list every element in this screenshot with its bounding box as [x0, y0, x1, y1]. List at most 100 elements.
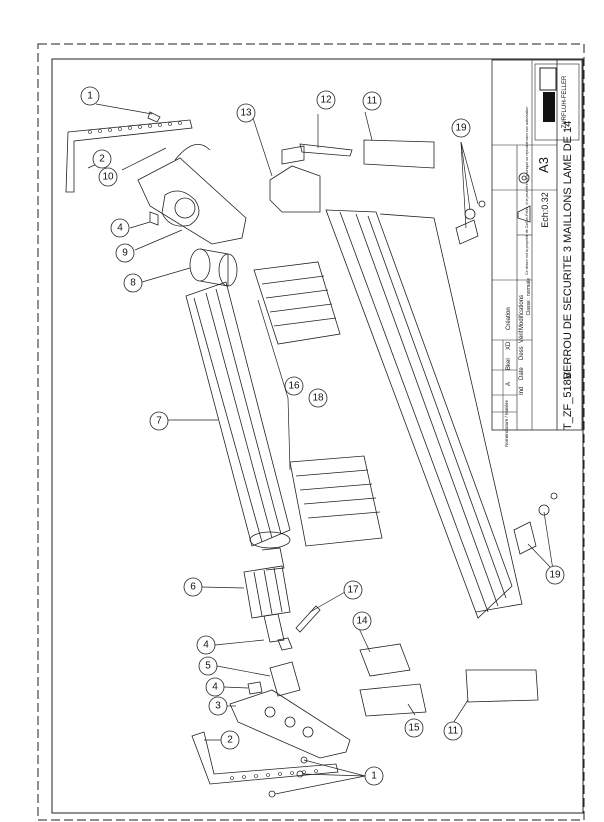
balloon-8: 8	[123, 273, 143, 293]
rev-modifications: Modifications	[519, 295, 525, 330]
balloon-label: 12	[320, 95, 332, 106]
balloon-label: 10	[102, 172, 114, 183]
tube-part-7	[185, 281, 291, 549]
rev-xd: XD	[506, 341, 512, 350]
security-links-part-16-upper	[253, 261, 341, 345]
balloon-9: 9	[115, 243, 135, 263]
security-links-lower	[289, 455, 383, 547]
balloon-2-bottom: 2	[220, 730, 240, 750]
balloon-4-top: 4	[110, 218, 130, 238]
balloon-label: 11	[367, 96, 378, 107]
rev-ind: Ind	[519, 387, 525, 395]
balloon-17: 17	[343, 580, 363, 600]
brand-name: ZURFLUH-FELLER	[562, 75, 568, 128]
balloon-label: 18	[312, 393, 324, 404]
end-cap-part-8	[189, 248, 238, 287]
confidential-note: Ce dessin est la propriété de Zurfluh-Fe…	[525, 107, 529, 275]
balloon-11-top: 11	[362, 91, 382, 111]
balloon-label: 14	[356, 616, 368, 627]
balloon-label: 2	[227, 735, 233, 746]
rev-date: Date	[519, 367, 525, 380]
balloon-label: 19	[455, 123, 467, 134]
balloon-10: 10	[98, 167, 118, 187]
balloon-label: 9	[122, 248, 128, 259]
balloon-13: 13	[236, 103, 256, 123]
balloon-label: 4	[117, 223, 123, 234]
balloon-label: 17	[347, 585, 359, 596]
clip-part-13	[269, 145, 321, 213]
screw-part-4-top	[149, 211, 159, 226]
inner-frame	[51, 58, 584, 814]
projection-symbol-icon	[517, 172, 531, 223]
balloon-4-low: 4	[205, 677, 225, 697]
balloon-1-bottom: 1	[364, 766, 384, 786]
slat-end-part-11-top	[363, 139, 435, 169]
end-stop-part-19-bottom	[513, 492, 558, 555]
balloon-1-top: 1	[80, 86, 100, 106]
bracket-top-part-2	[65, 119, 193, 193]
balloon-label: 2	[99, 154, 105, 165]
balloon-label: 1	[371, 771, 377, 782]
link-part-12	[299, 143, 353, 157]
screw-part-1-top	[147, 111, 161, 123]
pin-part-17	[295, 605, 321, 633]
drawing-scale: Ech:0.32	[540, 192, 550, 228]
bearing-part-5	[269, 661, 301, 697]
flange-plate-part-3	[229, 689, 351, 759]
balloon-19-top: 19	[451, 118, 471, 138]
slat-end-part-11-bottom	[465, 669, 539, 703]
balloon-6: 6	[183, 577, 203, 597]
balloon-label: 4	[203, 640, 209, 651]
brand-logo	[534, 63, 580, 141]
balloon-label: 7	[156, 416, 162, 427]
balloon-label: 4	[212, 682, 218, 693]
flange-plate-part-9	[137, 143, 247, 245]
leader-lines	[87, 103, 554, 795]
outer-dashed-frame	[37, 43, 585, 821]
slats-part-18	[325, 209, 523, 619]
clip-part-14	[359, 643, 411, 677]
balloon-18: 18	[308, 388, 328, 408]
bracket-bottom-part-2	[191, 731, 339, 785]
balloon-label: 8	[130, 278, 136, 289]
balloon-15: 15	[404, 718, 424, 738]
classe-label: Classe : normale	[526, 278, 532, 316]
balloon-19-bottom: 19	[545, 565, 565, 585]
balloon-label: 13	[240, 108, 252, 119]
balloon-layer: 1 2 10 4 9 8 7 6 4 5 4 3 2 1 13 12 11 19…	[80, 86, 565, 786]
balloon-5: 5	[198, 656, 218, 676]
balloon-7: 7	[149, 411, 169, 431]
balloon-11-bottom: 11	[443, 721, 463, 741]
shaft-stub	[263, 613, 285, 643]
rev-a: A	[506, 382, 512, 386]
balloon-label: 3	[215, 701, 221, 712]
nomenclature-label: Nomenclature / Matière	[504, 400, 509, 447]
rev-dess: Dess	[519, 346, 525, 360]
balloon-label: 16	[288, 381, 300, 392]
screw-part-4-mid	[277, 637, 293, 651]
rev-bkel: Bkel	[506, 358, 512, 370]
balloon-16: 16	[284, 376, 304, 396]
balloon-label: 5	[205, 661, 211, 672]
rev-verif: Vérif	[519, 330, 525, 343]
balloon-2-top: 2	[92, 149, 112, 169]
balloon-12: 12	[316, 90, 336, 110]
adapter-part-6	[243, 547, 291, 619]
rev-creation: Création	[506, 307, 512, 330]
balloon-3: 3	[208, 696, 228, 716]
balloon-label: 19	[549, 570, 561, 581]
balloon-label: 6	[190, 582, 196, 593]
balloon-4-mid: 4	[196, 635, 216, 655]
sheet-format: A3	[536, 157, 551, 173]
parts-artwork	[65, 111, 558, 798]
balloon-label: 15	[408, 723, 420, 734]
link-part-15	[359, 683, 427, 717]
drawing-reference: T_ZF_518B	[562, 372, 574, 430]
screw-part-4-low	[247, 681, 263, 695]
title-block: ZURFLUH-FELLER VERROU DE SECURITE 3 MAIL…	[491, 59, 583, 447]
balloon-label: 1	[87, 91, 93, 102]
drawing-title: VERROU DE SECURITE 3 MAILLONS LAME DE 14	[562, 121, 574, 380]
end-stop-part-19-top	[455, 200, 486, 245]
